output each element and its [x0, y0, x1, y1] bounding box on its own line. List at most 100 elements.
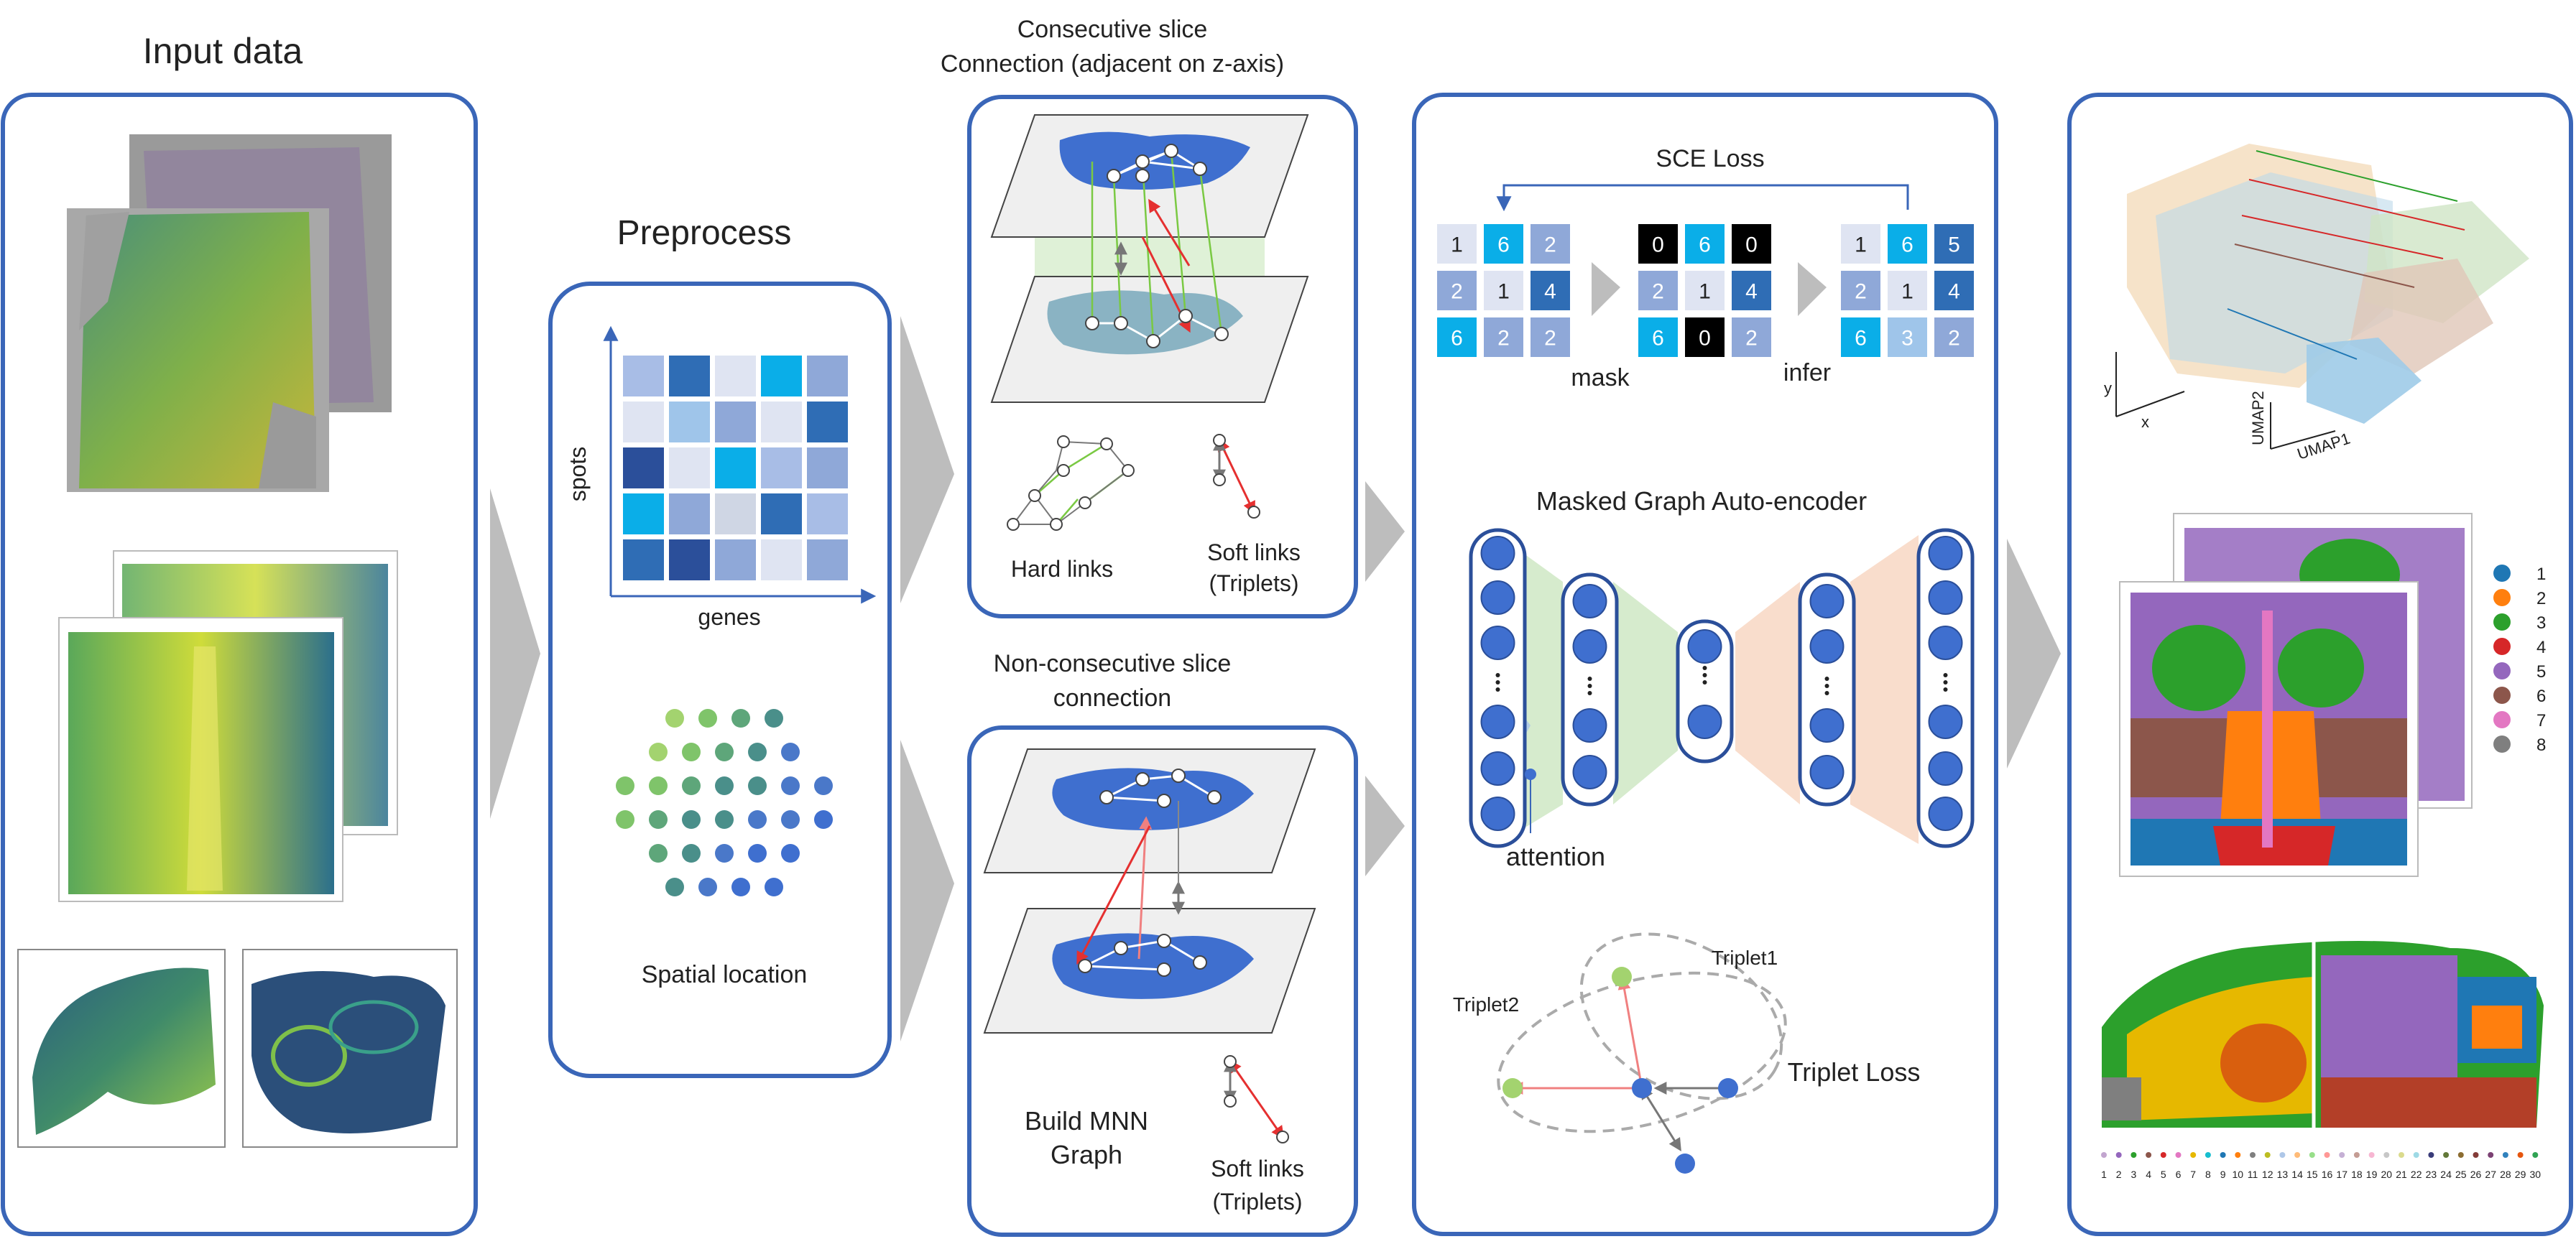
atlas-legend-dot [2339, 1152, 2345, 1158]
matrix-cell [715, 447, 756, 488]
atlas-legend-dot [2413, 1152, 2419, 1158]
legend-swatch [2493, 613, 2511, 631]
neuron [1928, 626, 1963, 660]
spatial-dot [698, 709, 717, 728]
matrix-cell [1732, 317, 1771, 357]
expression-matrix [623, 356, 848, 580]
umap2-label: UMAP2 [2249, 391, 2267, 445]
soft-links-label-2a: Soft links [1211, 1156, 1304, 1182]
atlas-legend-dot [2443, 1152, 2450, 1158]
matrix-cell [1484, 224, 1523, 264]
flow-arrow-2a [900, 316, 954, 603]
spatial-dot [682, 776, 701, 795]
legend-swatch [2493, 565, 2511, 582]
ellipsis-dot [1943, 687, 1948, 692]
atlas-legend-dot [2488, 1152, 2494, 1158]
ellipsis-dot [1587, 691, 1592, 695]
triplet2-label: Triplet2 [1453, 993, 1519, 1016]
atlas-legend-label: 20 [2381, 1169, 2393, 1180]
legend-label: 7 [2536, 711, 2546, 730]
matrix-cell [1888, 271, 1927, 310]
neuron [1572, 708, 1607, 743]
model-panel-border [1412, 93, 1998, 1236]
neuron [1928, 797, 1963, 831]
matrix-value: 6 [1901, 233, 1913, 257]
spatial-dot [715, 844, 734, 863]
matrix-value: 2 [1544, 327, 1556, 351]
matrix-cell [1531, 224, 1570, 264]
legend-swatch [2493, 711, 2511, 728]
matrix-value: 6 [1451, 327, 1463, 351]
matrix-cell [623, 447, 664, 488]
neuron [1928, 751, 1963, 786]
atlas-legend-label: 23 [2426, 1169, 2437, 1180]
atlas-legend-label: 16 [2322, 1169, 2333, 1180]
atlas-legend-dot [2160, 1152, 2166, 1158]
decoder-fan-1 [1735, 582, 1800, 804]
mask-arrow [1592, 262, 1620, 316]
atlas-legend-dot [2428, 1152, 2434, 1158]
spatial-dot [715, 743, 734, 761]
triplet1-label: Triplet1 [1712, 947, 1778, 969]
nonconsecutive-panel-border [967, 725, 1358, 1237]
legend-swatch [2493, 589, 2511, 606]
atlas-legend-label: 28 [2500, 1169, 2511, 1180]
matrix-cell [761, 493, 802, 534]
brain-slices-image [17, 949, 458, 1148]
output-panel-border [2067, 93, 2573, 1236]
matrix-value: 6 [1699, 233, 1711, 257]
neuron [1809, 629, 1845, 664]
atlas-legend-dot [2383, 1152, 2390, 1158]
atlas-legend-dot [2146, 1152, 2152, 1158]
matrix-value: 2 [1497, 327, 1510, 351]
matrix-cell [1934, 317, 1974, 357]
infer-label: infer [1783, 359, 1831, 386]
matrix-value: 3 [1901, 327, 1913, 351]
legend-swatch [2493, 638, 2511, 655]
atlas-legend-dot [2190, 1152, 2197, 1158]
spatial-dot [698, 878, 717, 896]
matrix-cell [1841, 271, 1880, 310]
matrix-value: 1 [1901, 280, 1913, 304]
hard-links-graphic: Hard links [1007, 435, 1135, 582]
matrix-value: 6 [1652, 327, 1664, 351]
atlas-legend-label: 29 [2515, 1169, 2526, 1180]
matrix-cell [1484, 317, 1523, 357]
input-panel-border [1, 93, 478, 1236]
mask-label: mask [1571, 364, 1630, 391]
input-title: Input data [143, 31, 303, 71]
axis-y-label: y [2104, 379, 2112, 397]
atlas-legend-label: 18 [2351, 1169, 2363, 1180]
legend-label: 2 [2536, 589, 2546, 608]
spatial-dot [682, 743, 701, 761]
atlas-legend-label: 9 [2220, 1169, 2226, 1180]
matrix-value: 2 [1544, 233, 1556, 257]
matrix-xlabel: genes [698, 604, 760, 630]
brain-atlas-image [2102, 941, 2544, 1131]
neuron [1809, 584, 1845, 618]
matrix-value: 1 [1451, 233, 1463, 257]
legend-swatch [2493, 687, 2511, 704]
matrix-cell [807, 447, 848, 488]
atlas-legend-dot [2399, 1152, 2404, 1158]
matrix-cell [1841, 224, 1880, 264]
matrix-cell [715, 402, 756, 442]
ellipsis-dot [1824, 677, 1829, 681]
cluster-slices-image [2119, 513, 2473, 877]
consecutive-panel-border [967, 95, 1358, 618]
spatial-dot [781, 844, 800, 863]
atlas-legend-label: 17 [2336, 1169, 2348, 1180]
ellipsis-dot [1495, 673, 1500, 677]
matrix-cell [1484, 271, 1523, 310]
legend-label: 1 [2536, 565, 2546, 584]
atlas-legend-dot [2368, 1152, 2375, 1158]
atlas-legend-dot [2264, 1152, 2271, 1158]
spatial-dot [765, 709, 783, 728]
matrix-cell [1888, 224, 1927, 264]
matrix-cell [761, 356, 802, 396]
flow-arrow-3b [1365, 776, 1405, 876]
